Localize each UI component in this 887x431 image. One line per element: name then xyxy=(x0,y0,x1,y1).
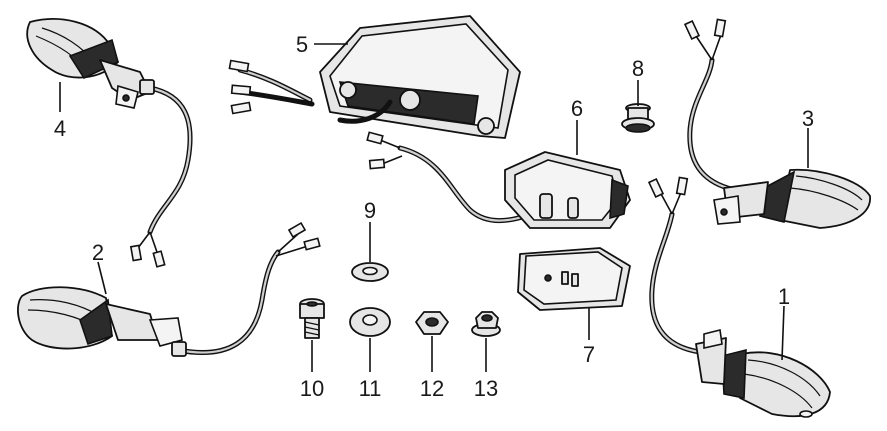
part-8-grommet xyxy=(621,103,655,133)
part-2-turn-signal-rear-left xyxy=(17,221,321,357)
callout-1: 1 xyxy=(778,284,790,309)
callout-3: 3 xyxy=(802,106,814,131)
part-5-license-plate-housing xyxy=(228,15,521,139)
part-12-hex-nut xyxy=(415,311,449,335)
part-6-tail-light xyxy=(366,131,631,229)
part-3-turn-signal-front-right xyxy=(683,18,871,229)
part-4-turn-signal-front-left xyxy=(26,18,193,268)
callout-9: 9 xyxy=(364,198,376,223)
callout-11: 11 xyxy=(359,376,382,401)
callout-12: 12 xyxy=(420,376,444,401)
callout-5: 5 xyxy=(296,32,308,57)
part-10-bolt xyxy=(299,298,325,339)
leader-lines xyxy=(59,43,809,372)
callout-7: 7 xyxy=(583,342,595,367)
callout-4: 4 xyxy=(54,116,66,141)
callout-10: 10 xyxy=(300,376,324,401)
callout-2: 2 xyxy=(92,240,104,265)
part-13-flange-nut xyxy=(471,311,501,337)
callout-8: 8 xyxy=(632,56,644,81)
callout-6: 6 xyxy=(571,96,583,121)
part-7-rubber-pad xyxy=(517,247,631,311)
part-9-washer xyxy=(351,262,389,282)
callout-numbers: 1 2 3 4 5 6 7 8 9 10 11 12 13 xyxy=(54,32,814,401)
part-1-turn-signal-rear-right xyxy=(647,176,831,418)
callout-13: 13 xyxy=(474,376,498,401)
part-11-washer xyxy=(349,307,391,337)
